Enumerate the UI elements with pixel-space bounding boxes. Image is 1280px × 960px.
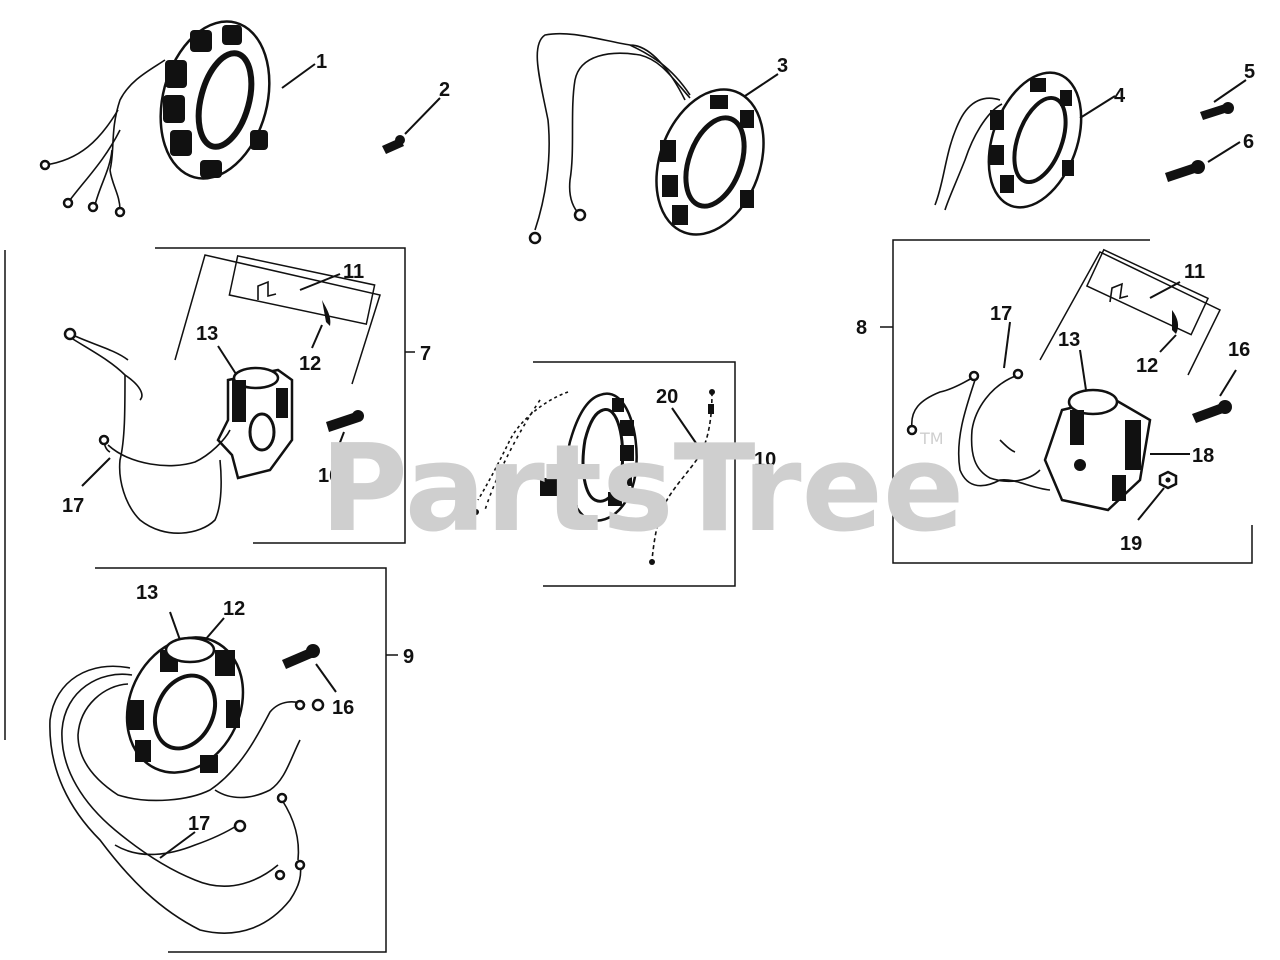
nut-19-icon [1158, 470, 1178, 490]
callout-13-a: 13 [196, 323, 218, 345]
callout-12-b: 12 [1136, 355, 1158, 377]
wire-harness-17-c-icon [49, 665, 325, 934]
screw-2-icon [382, 135, 405, 154]
stator-1-icon [39, 20, 271, 218]
callout-17-b: 17 [990, 303, 1012, 325]
callout-16-c: 16 [332, 697, 354, 719]
wire-harness-17-b-icon [906, 368, 1051, 491]
callout-6: 6 [1243, 131, 1254, 153]
callout-13-c: 13 [136, 582, 158, 604]
kit-10-frame [533, 361, 750, 587]
callout-17-a: 17 [62, 495, 84, 517]
watermark-text: PartsTree [320, 420, 964, 559]
kit-8-frame [880, 239, 1253, 564]
callout-1: 1 [316, 51, 327, 73]
callout-8: 8 [856, 317, 867, 339]
screw-6-icon [1165, 160, 1205, 182]
callout-13-b: 13 [1058, 329, 1080, 351]
watermark-trademark: TM [919, 429, 944, 448]
callout-2: 2 [439, 79, 450, 101]
screw-16-b-icon [1192, 400, 1232, 423]
callout-4: 4 [1114, 85, 1126, 107]
wire-harness-17-a-icon [63, 327, 231, 534]
stator-10-icon [473, 391, 638, 523]
callout-19: 19 [1120, 533, 1142, 555]
callout-5: 5 [1244, 61, 1255, 83]
callout-9: 9 [403, 646, 414, 668]
ignition-module-7-icon [216, 366, 294, 480]
callout-11-b: 11 [1184, 261, 1205, 283]
kit-9-frame [95, 567, 398, 953]
screw-5-icon [1200, 102, 1234, 120]
callout-18: 18 [1192, 445, 1214, 467]
callout-12-a: 12 [299, 353, 321, 375]
callout-20: 20 [656, 386, 678, 408]
callout-3: 3 [777, 55, 788, 77]
ignition-module-9-icon [125, 636, 245, 774]
inset-8-frame [1039, 248, 1222, 376]
callout-16-a: 16 [318, 465, 340, 487]
stator-4-icon [934, 71, 1083, 211]
callout-11-a: 11 [343, 261, 364, 283]
callout-7: 7 [420, 343, 431, 365]
callout-17-c: 17 [188, 813, 210, 835]
callout-16-b: 16 [1228, 339, 1250, 361]
kit-7-frame [155, 247, 415, 544]
callout-10: 10 [754, 449, 776, 471]
inset-7-frame [174, 254, 381, 385]
screw-16-c-icon [282, 644, 320, 669]
stator-3-icon [528, 32, 765, 245]
wire-harness-20-icon [649, 389, 715, 565]
callout-12-c: 12 [223, 598, 245, 620]
screw-16-a-icon [326, 410, 364, 432]
ignition-module-8-icon [1043, 388, 1152, 512]
